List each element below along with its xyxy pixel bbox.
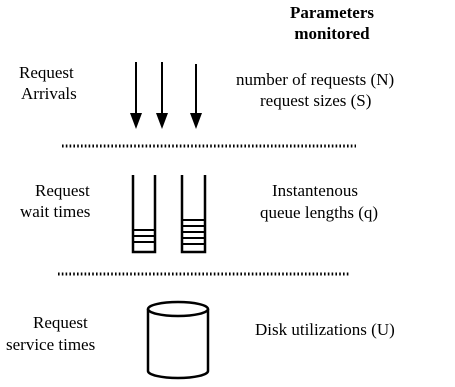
queue-icon bbox=[180, 175, 207, 254]
arrivals-label-line2: Arrivals bbox=[21, 84, 77, 103]
wait-param-line2: queue lengths (q) bbox=[260, 203, 379, 222]
header-title-line2: monitored bbox=[294, 24, 370, 43]
service-label-line1: Request bbox=[33, 313, 88, 332]
down-arrow-icon bbox=[130, 62, 142, 129]
header-title-line1: Parameters bbox=[289, 3, 374, 22]
service-label-line2: service times bbox=[6, 335, 96, 354]
service-param-line1: Disk utilizations (U) bbox=[255, 320, 395, 339]
wait-param-line1: Instantenous bbox=[272, 181, 358, 200]
down-arrow-icon bbox=[156, 62, 168, 129]
wait-label-line1: Request bbox=[35, 181, 90, 200]
disk-cylinder-icon bbox=[146, 300, 210, 380]
arrivals-label-line1: Request bbox=[19, 63, 74, 82]
arrivals-param-line1: number of requests (N) bbox=[236, 70, 395, 89]
wait-label-line2: wait times bbox=[20, 202, 91, 221]
arrivals-param-line2: request sizes (S) bbox=[260, 91, 372, 110]
queue-icon bbox=[131, 175, 157, 254]
down-arrow-icon bbox=[190, 64, 202, 129]
